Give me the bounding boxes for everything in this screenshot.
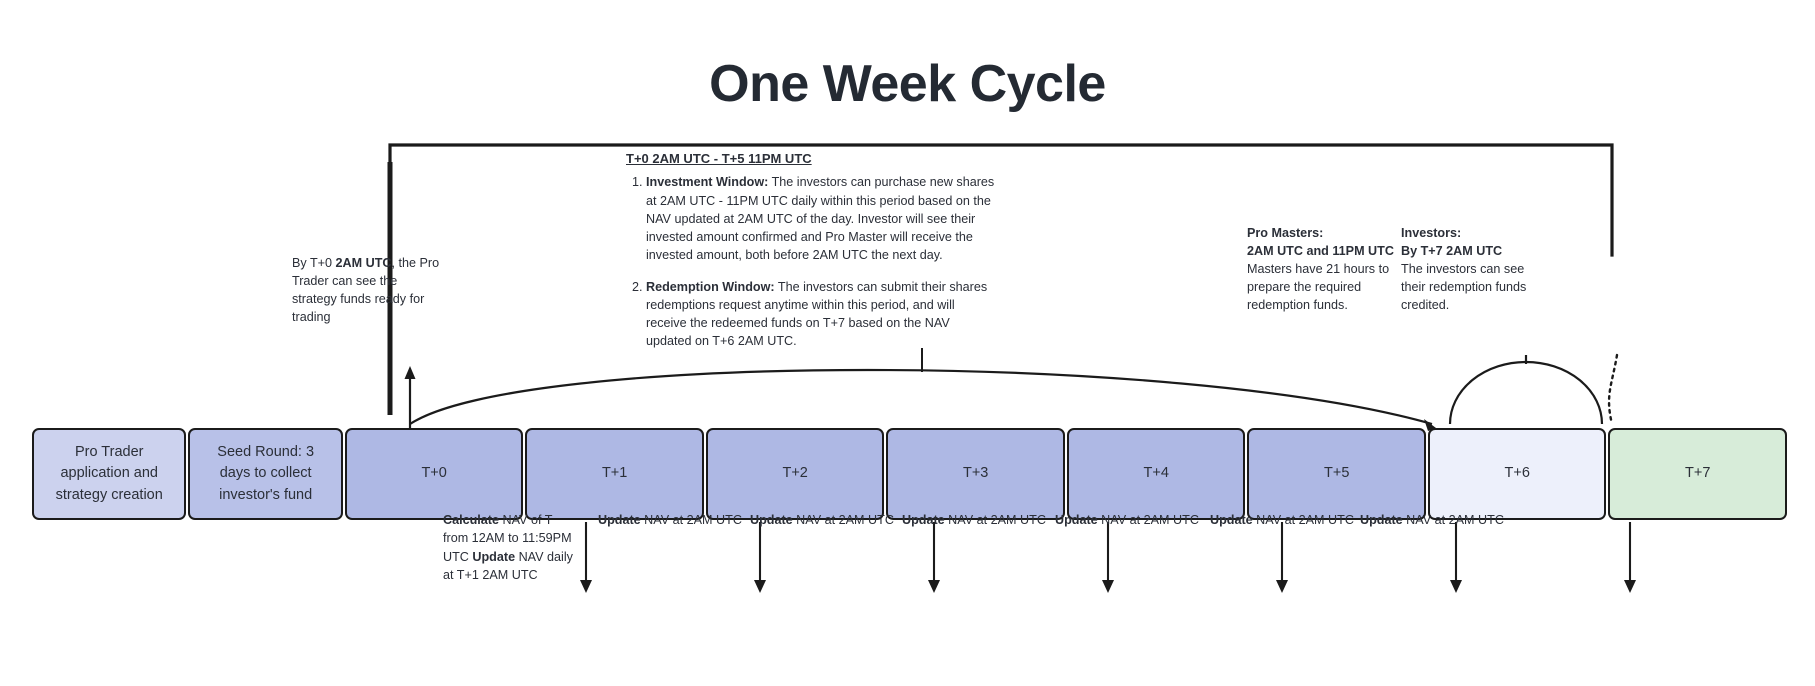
bottom-label-t0: Calculate NAV of T from 12AM to 11:59PM … bbox=[443, 511, 578, 584]
t2-downarrow-head bbox=[928, 580, 940, 593]
bottom-label-t5: Update NAV at 2AM UTC bbox=[1210, 511, 1370, 529]
bottom-label-t0-bold1: Calculate bbox=[443, 513, 499, 527]
bottom-label-t4: Update NAV at 2AM UTC bbox=[1055, 511, 1215, 529]
note-pro-masters: Pro Masters: 2AM UTC and 11PM UTC Master… bbox=[1247, 225, 1397, 314]
window-block-list: Investment Window: The investors can pur… bbox=[626, 173, 996, 350]
note-pro-trader: By T+0 2AM UTC, the Pro Trader can see t… bbox=[292, 255, 442, 327]
timeline-box-label: T+5 bbox=[1324, 465, 1350, 482]
window-item-investment-text: The investors can purchase new shares at… bbox=[646, 175, 995, 262]
bottom-label-t6: Update NAV at 2AM UTC bbox=[1360, 511, 1520, 529]
timeline-box-label: T+1 bbox=[601, 465, 628, 482]
page-title: One Week Cycle bbox=[709, 55, 1106, 113]
bottom-label-t1: Update NAV at 2AM UTC bbox=[598, 511, 758, 529]
timeline-box-label: Pro Trader application and strategy crea… bbox=[55, 444, 163, 503]
t0-uparrow-head bbox=[404, 366, 416, 379]
timeline-box-seed-round-3-days-to-collect-investor-s-fund[interactable]: Seed Round: 3 days to collect investor's… bbox=[188, 428, 343, 520]
note-pro-masters-body: Masters have 21 hours to prepare the req… bbox=[1247, 261, 1390, 312]
timeline-box-label: T+4 bbox=[1143, 465, 1169, 482]
note-pro-trader-pre: By T+0 bbox=[292, 256, 336, 270]
timeline-box-t-5[interactable]: T+5 bbox=[1247, 428, 1426, 520]
t7-dotted-connector bbox=[1607, 353, 1619, 426]
note-pro-trader-post: , the Pro Trader can see the strategy fu… bbox=[292, 256, 440, 324]
t3-downarrow-head bbox=[1102, 580, 1114, 593]
timeline-box-t-4[interactable]: T+4 bbox=[1066, 428, 1246, 520]
bottom-label-t3-text: NAV at 2AM UTC bbox=[944, 513, 1046, 527]
note-investors-title: Investors: bbox=[1401, 226, 1462, 240]
timeline-box-label: T+6 bbox=[1504, 465, 1530, 482]
t6-brace bbox=[1448, 360, 1604, 425]
bottom-label-t4-bold: Update bbox=[1055, 513, 1098, 527]
window-item-redemption-text: The investors can submit their shares re… bbox=[646, 280, 988, 349]
t1-downarrow-head bbox=[754, 580, 766, 593]
window-item-redemption-term: Redemption Window: bbox=[646, 280, 775, 295]
bottom-label-t3: Update NAV at 2AM UTC bbox=[902, 511, 1062, 529]
timeline-box-t-0[interactable]: T+0 bbox=[344, 428, 524, 520]
bottom-label-t2: Update NAV at 2AM UTC bbox=[750, 511, 910, 529]
timeline-box-t-6[interactable]: T+6 bbox=[1427, 428, 1607, 520]
bottom-label-t0-text2: NAV daily at T+1 2AM UTC bbox=[443, 549, 573, 582]
bottom-label-t3-bold: Update bbox=[902, 513, 945, 527]
bottom-label-t5-text: NAV at 2AM UTC bbox=[1252, 513, 1354, 527]
t4-downarrow-head bbox=[1276, 580, 1288, 593]
note-investors: Investors: By T+7 2AM UTC The investors … bbox=[1401, 225, 1541, 314]
timeline-box-t-3[interactable]: T+3 bbox=[886, 428, 1065, 520]
bottom-label-t5-bold: Update bbox=[1210, 513, 1253, 527]
bottom-label-t6-bold: Update bbox=[1360, 513, 1403, 527]
bottom-label-t0-text1: NAV of T from 12AM to 11:59PM UTC bbox=[443, 513, 572, 564]
timeline-box-t-7[interactable]: T+7 bbox=[1608, 428, 1787, 520]
timeline-box-label: Seed Round: 3 days to collect investor's… bbox=[217, 444, 315, 503]
timeline-box-label: T+2 bbox=[782, 465, 808, 482]
t0-downarrow-head bbox=[580, 580, 592, 593]
investment-window-arc bbox=[409, 368, 1433, 426]
timeline-box-pro-trader-application-and-strategy-creation[interactable]: Pro Trader application and strategy crea… bbox=[32, 428, 187, 520]
window-block-heading: T+0 2AM UTC - T+5 11PM UTC bbox=[626, 151, 812, 166]
bottom-label-t1-text: NAV at 2AM UTC bbox=[640, 513, 742, 527]
note-pro-trader-bold: 2AM UTC bbox=[335, 256, 392, 270]
timeline-box-label: T+7 bbox=[1685, 465, 1711, 482]
investment-redemption-window-block: T+0 2AM UTC - T+5 11PM UTC Investment Wi… bbox=[626, 150, 996, 365]
timeline-track: Pro Trader application and strategy crea… bbox=[32, 428, 1787, 520]
bottom-label-t0-bold2: Update bbox=[472, 549, 516, 564]
note-investors-body: The investors can see their redemption f… bbox=[1401, 261, 1527, 312]
timeline-box-t-2[interactable]: T+2 bbox=[705, 428, 885, 520]
bottom-label-t2-text: NAV at 2AM UTC bbox=[792, 513, 894, 527]
timeline-box-label: T+3 bbox=[962, 465, 989, 482]
bottom-label-t2-bold: Update bbox=[750, 513, 793, 527]
bottom-label-t1-bold: Update bbox=[598, 513, 641, 527]
t5-downarrow-head bbox=[1450, 580, 1462, 593]
window-item-investment-term: Investment Window: bbox=[646, 175, 769, 190]
note-pro-masters-title: Pro Masters: bbox=[1247, 226, 1324, 240]
bottom-label-t6-text: NAV at 2AM UTC bbox=[1402, 513, 1504, 527]
note-investors-subtitle: By T+7 2AM UTC bbox=[1401, 243, 1503, 258]
note-pro-masters-subtitle: 2AM UTC and 11PM UTC bbox=[1247, 243, 1394, 258]
timeline-box-label: T+0 bbox=[421, 465, 447, 482]
window-item-investment: Investment Window: The investors can pur… bbox=[646, 173, 996, 264]
timeline-box-t-1[interactable]: T+1 bbox=[525, 428, 704, 520]
bottom-label-t4-text: NAV at 2AM UTC bbox=[1097, 513, 1199, 527]
window-item-redemption: Redemption Window: The investors can sub… bbox=[646, 278, 996, 351]
t6-downarrow-head bbox=[1624, 580, 1636, 593]
